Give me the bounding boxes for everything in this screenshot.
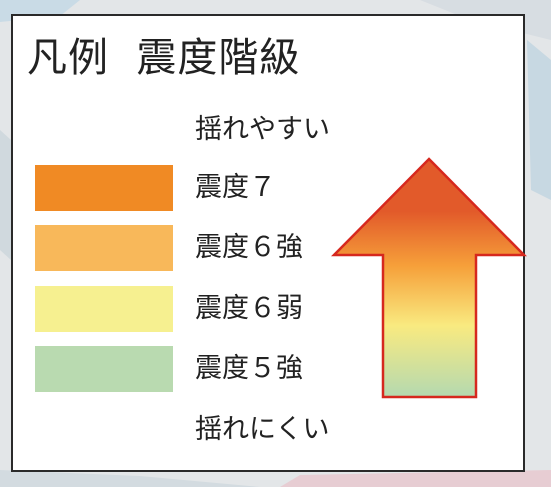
arrow-shape [331, 157, 527, 399]
legend-item-intensity-7: 震度７ [13, 165, 343, 213]
color-swatch [35, 165, 173, 211]
legend-panel: 凡例 震度階級 揺れやすい 震度７ 震度６強 震度６弱 震度５強 揺れにくい [11, 14, 527, 472]
scale-label-high: 揺れやすい [195, 114, 330, 145]
legend-item-intensity-5-upper: 震度５強 [13, 346, 343, 394]
legend-item-intensity-6-upper: 震度６強 [13, 225, 343, 273]
scale-label-low: 揺れにくい [195, 414, 330, 445]
color-swatch [35, 286, 173, 332]
legend-item-label: 震度５強 [195, 353, 303, 384]
legend-item-intensity-6-lower: 震度６弱 [13, 286, 343, 334]
legend-item-label: 震度７ [195, 172, 276, 203]
legend-item-label: 震度６弱 [195, 293, 303, 324]
color-swatch [35, 225, 173, 271]
color-swatch [35, 346, 173, 392]
legend-item-label: 震度６強 [195, 232, 303, 263]
legend-title: 凡例 震度階級 [27, 35, 301, 81]
up-arrow-icon [331, 157, 527, 399]
